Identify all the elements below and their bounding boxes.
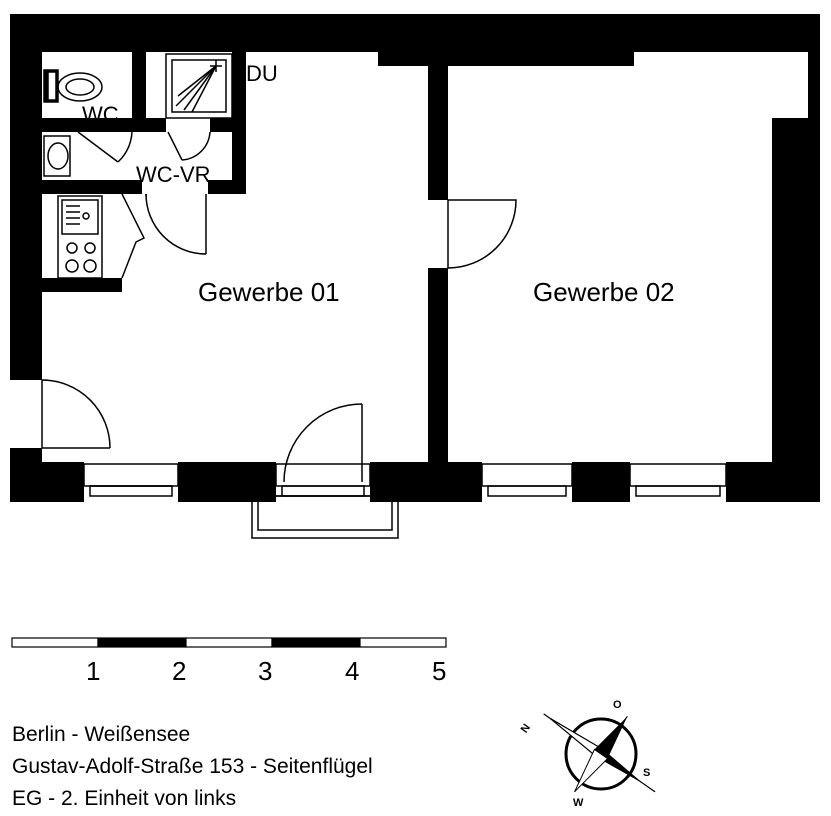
door-wc-vr — [145, 193, 207, 255]
wall-divider-upper — [428, 60, 448, 200]
wall-divider-lower — [428, 268, 448, 462]
wall-du-bottom-left — [146, 118, 166, 132]
shower-icon — [165, 53, 233, 119]
balcony-door-frame — [251, 463, 399, 539]
room-label-du: DU — [246, 61, 278, 86]
door-du — [167, 131, 211, 161]
doors — [41, 131, 517, 483]
wall-top-step — [378, 52, 634, 66]
wall-kitchen-top — [42, 180, 142, 194]
wall-wc-bottom — [42, 118, 140, 132]
wall-du-bottom-right — [210, 118, 232, 132]
scale-segment-4 — [271, 637, 361, 648]
room-label-unit2: Gewerbe 02 — [533, 277, 675, 307]
door-wc — [77, 131, 133, 163]
room-label-wc-vr: WC-VR — [136, 162, 211, 187]
door-balcony — [283, 403, 363, 483]
address-unit: EG - 2. Einheit von links — [12, 787, 237, 810]
window-2 — [481, 463, 573, 497]
scale-label-2: 2 — [172, 656, 186, 686]
wall-du-right — [232, 52, 246, 194]
scale-segment-3 — [185, 637, 273, 648]
wall-kitchen-bottom — [42, 278, 122, 292]
washbasin-icon — [43, 135, 71, 177]
room-label-unit1: Gewerbe 01 — [198, 277, 340, 307]
wall-vr-bottom — [208, 180, 246, 194]
toilet-icon — [43, 69, 103, 103]
compass-west: W — [573, 797, 584, 809]
wall-right — [772, 118, 820, 502]
pier-4 — [572, 462, 630, 502]
compass-south: S — [643, 767, 650, 779]
scale-label-3: 3 — [258, 656, 272, 686]
door-kitchen — [121, 193, 146, 279]
address-street: Gustav-Adolf-Straße 153 - Seitenflügel — [12, 755, 373, 778]
address-city: Berlin - Weißensee — [12, 723, 191, 746]
window-3 — [629, 463, 727, 497]
scale-label-4: 4 — [345, 656, 359, 686]
compass-east: O — [613, 699, 622, 711]
compass-icon: N O S W — [519, 699, 656, 809]
compass-north: N — [519, 722, 533, 735]
scale-label-1: 1 — [86, 656, 100, 686]
scale-segment-1 — [11, 637, 99, 648]
wall-left-upper — [10, 14, 42, 380]
scale-segment-5 — [359, 637, 447, 648]
scale-bar — [11, 637, 447, 648]
window-1 — [83, 463, 179, 497]
kitchenette-icon — [57, 195, 103, 279]
wall-right-top — [808, 14, 820, 120]
scale-label-5: 5 — [432, 656, 446, 686]
windows — [83, 463, 727, 539]
walls — [10, 14, 820, 502]
pier-5 — [726, 462, 820, 502]
door-unit2 — [447, 199, 517, 269]
scale-segment-2 — [97, 637, 187, 648]
wall-top — [10, 14, 820, 52]
room-label-wc: WC — [82, 102, 119, 127]
pier-1 — [10, 462, 84, 502]
fixtures — [43, 53, 233, 279]
door-entrance — [41, 379, 111, 449]
wall-wc-du — [132, 52, 146, 132]
